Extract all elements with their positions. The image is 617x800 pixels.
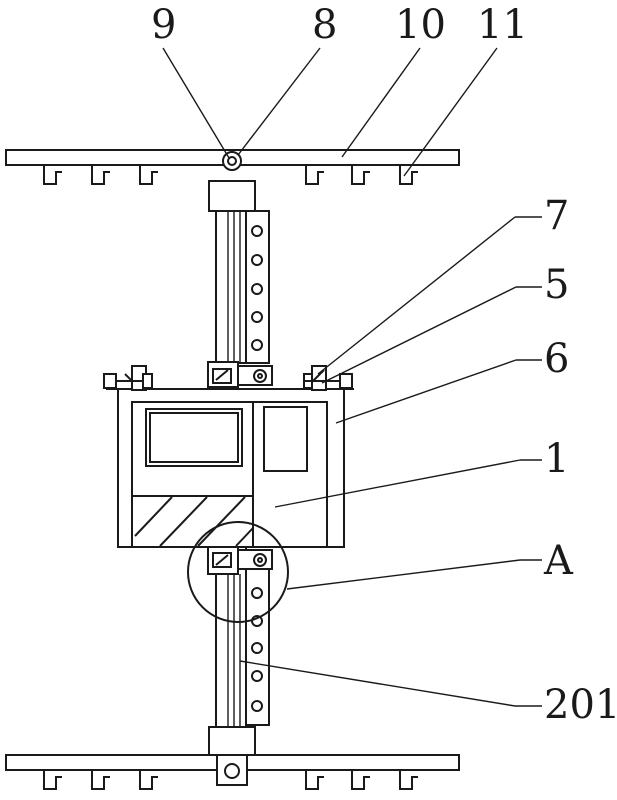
- label-9: 9: [151, 2, 176, 48]
- label-10: 10: [395, 2, 446, 48]
- leader-10: [342, 48, 420, 157]
- leader-9: [163, 48, 229, 158]
- label-6: 6: [544, 336, 569, 382]
- label-a: A: [543, 538, 574, 584]
- upper-column: [208, 181, 272, 387]
- label-7: 7: [544, 193, 569, 239]
- leader-6: [336, 360, 516, 423]
- leader-7: [318, 217, 515, 374]
- label-1: 1: [544, 436, 569, 482]
- top-rail: [6, 150, 459, 184]
- leader-5: [322, 287, 516, 383]
- label-11: 11: [477, 2, 528, 48]
- label-8: 8: [312, 2, 337, 48]
- label-201: 201: [544, 682, 617, 728]
- leader-8: [238, 48, 320, 155]
- leader-201: [240, 661, 515, 706]
- left-bracket: [104, 366, 152, 390]
- label-5: 5: [544, 262, 569, 308]
- right-bracket: [304, 366, 352, 390]
- bottom-rail: [6, 755, 459, 789]
- lower-column: [208, 547, 272, 755]
- leader-a: [287, 560, 520, 589]
